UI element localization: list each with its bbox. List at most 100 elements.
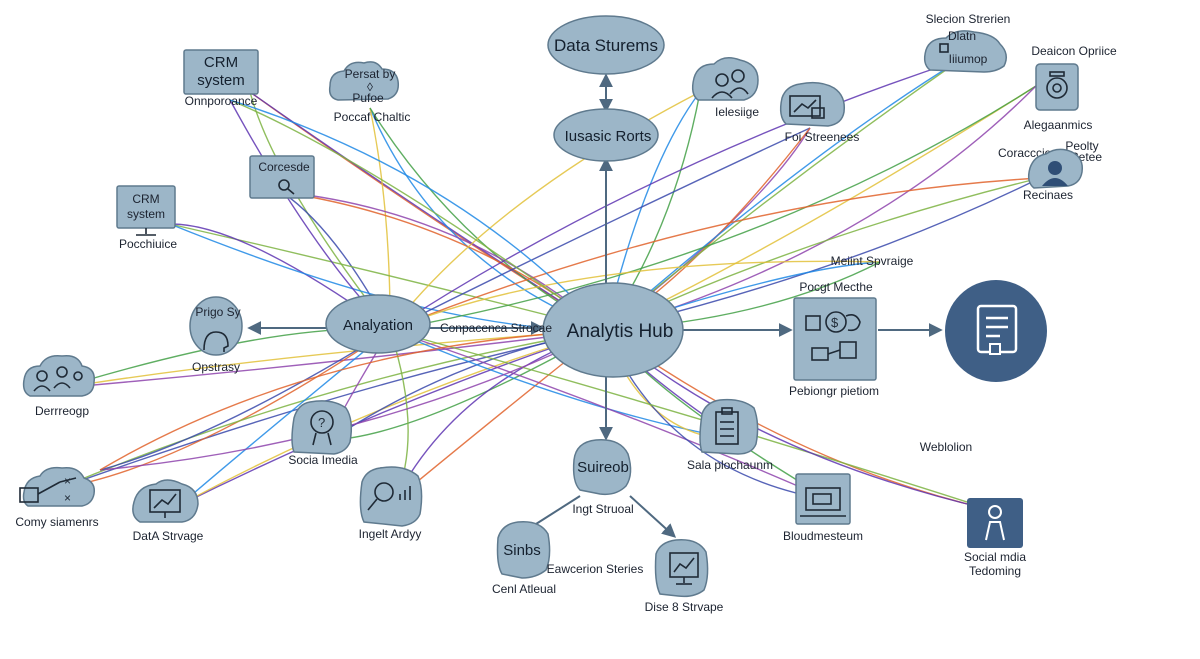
network-cloud-icon: × × [19,474,77,505]
screen-chart-icon [789,95,825,119]
insight-stream-label: Ingt Struoal [572,502,633,516]
connector-line [59,329,606,489]
analyzation-label: Analyation [343,317,413,334]
connector-line [389,329,993,511]
realms-node[interactable]: Recinaes [1023,148,1084,202]
persona-line3: Pufoe [352,91,384,105]
analyzation-node[interactable]: Analyation [325,294,431,354]
teams-node[interactable]: Ielesiige [691,57,760,119]
insight-reports-node[interactable]: Iusasic Rorts [553,108,659,162]
connector-line [229,99,606,331]
monitor-chart-icon [669,552,699,585]
disk-storage-caption: Dise 8 Strvape [645,600,724,614]
company-node[interactable]: × × Comy siamenrs [15,466,99,529]
subrob-label: Suireob [577,459,629,476]
connector-line [389,329,831,501]
cloud-server-icon [939,43,949,53]
privacy-node[interactable]: Prigo Sy Opstrasy [189,296,243,374]
insight-analysis-caption: Ingelt Ardyy [359,527,422,541]
team-cloud-icon [711,69,749,99]
demography-node[interactable]: Derrreogp [22,354,95,418]
sale-report-caption: Sala plochaunm [687,458,773,472]
document-node[interactable] [945,280,1047,382]
websites-label: Weblolion [920,440,972,454]
connector-line [389,177,1041,331]
presentation-icon [149,489,181,518]
session-node[interactable]: Slecion Strerien Dlatn Iiiumop [923,12,1011,73]
biodata-caption: Bloudmesteum [783,529,863,543]
connector-line [179,329,391,506]
connector-line [389,127,811,331]
magnifier-chart-icon [367,482,411,511]
cent-actual-label: Cenl Atleual [492,582,556,596]
sale-report-node[interactable]: Sala plochaunm [687,398,773,472]
finance-process-icon: $ [805,311,861,361]
cloud-icon [328,61,400,101]
connector-line [604,59,961,331]
console-node[interactable]: Corcesde [249,155,315,199]
laptop-icon [800,487,846,517]
data-streams-label: Data Sturems [554,36,658,55]
crm-mid-caption: Pocchiuice [119,237,177,251]
clipboard-icon [715,407,739,445]
crm-mid-line2: system [127,207,165,221]
realms-caption: Recinaes [1023,188,1073,202]
crm-mid-line1: CRM [132,192,159,206]
subrob-node[interactable]: Suireob [572,439,632,496]
market-label: Meiint Spvraige [831,254,914,268]
connector-label: Conpacenca Strocae [440,321,552,335]
crm-mid-node[interactable]: CRM system Pocchiuice [116,185,177,251]
persona-caption: Poccaf Chaltic [334,110,411,124]
connector-lines [59,59,1041,511]
decision-node[interactable]: Deaicon Opriice Alegaanmics [1024,44,1117,132]
social-media-caption: Socia Imedia [288,453,358,467]
social-media-right-line1: Social mdia [964,550,1026,564]
process-caption: Pebiongr pietiom [789,384,879,398]
connector-line [249,91,606,331]
person-cloud-icon [1042,161,1068,186]
connector-line [99,329,606,471]
privacy-line: Prigo Sy [195,305,240,319]
social-media-node[interactable]: ? Socia Imedia [288,400,358,467]
privacy-head-icon [203,331,229,352]
svg-text:×: × [64,474,71,488]
demography-caption: Derrreogp [35,404,89,418]
file-stream-caption: Foi Streenees [785,130,860,144]
crm-top-line2: system [197,72,245,89]
social-media-right-node[interactable]: Social mdia Tedoming [964,498,1026,578]
connector-line [389,85,1037,331]
process-node[interactable]: Pocgt Mecthe $ Pebiongr pietiom [789,280,879,398]
persona-node[interactable]: Persat by ◊ Pufoe Poccaf Chaltic [328,61,411,124]
camera-icon [1046,71,1068,99]
insight-reports-label: Iusasic Rorts [565,128,652,145]
process-title: Pocgt Mecthe [799,280,873,294]
data-storage-node[interactable]: DatA Strvage [132,479,204,543]
document-icon [976,304,1018,355]
person-hand-icon [985,505,1005,541]
analytics-hub-node[interactable]: Analytis Hub [542,282,684,378]
connector-line [59,329,391,489]
crm-top-line1: CRM [204,54,238,71]
connector-line [99,329,391,471]
svg-text:$: $ [831,315,839,330]
biodata-node[interactable]: Bloudmesteum [783,473,863,543]
disk-storage-node[interactable]: Dise 8 Strvape [645,539,724,614]
privacy-caption: Opstrasy [192,360,240,374]
connector-line [99,329,606,471]
cloud-line1: Dlatn [948,29,976,43]
insight-analysis-node[interactable]: Ingelt Ardyy [359,466,423,541]
algorithms-caption: Alegaanmics [1024,118,1093,132]
arrow-to-sinbs [535,495,581,525]
company-caption: Comy siamenrs [15,515,98,529]
file-stream-node[interactable]: Foi Streenees [779,81,860,144]
data-streams-node[interactable]: Data Sturems [547,15,665,75]
svg-text:?: ? [318,415,325,430]
conversion-stories-label: Eawcerion Steries [547,562,644,576]
crm-top-node[interactable]: CRM system Onnporoance [183,49,259,108]
sinbs-label: Sinbs [503,542,541,559]
decision-title: Deaicon Opriice [1031,44,1117,58]
sinbs-node[interactable]: Sinbs [496,521,551,579]
social-media-right-line2: Tedoming [969,564,1021,578]
